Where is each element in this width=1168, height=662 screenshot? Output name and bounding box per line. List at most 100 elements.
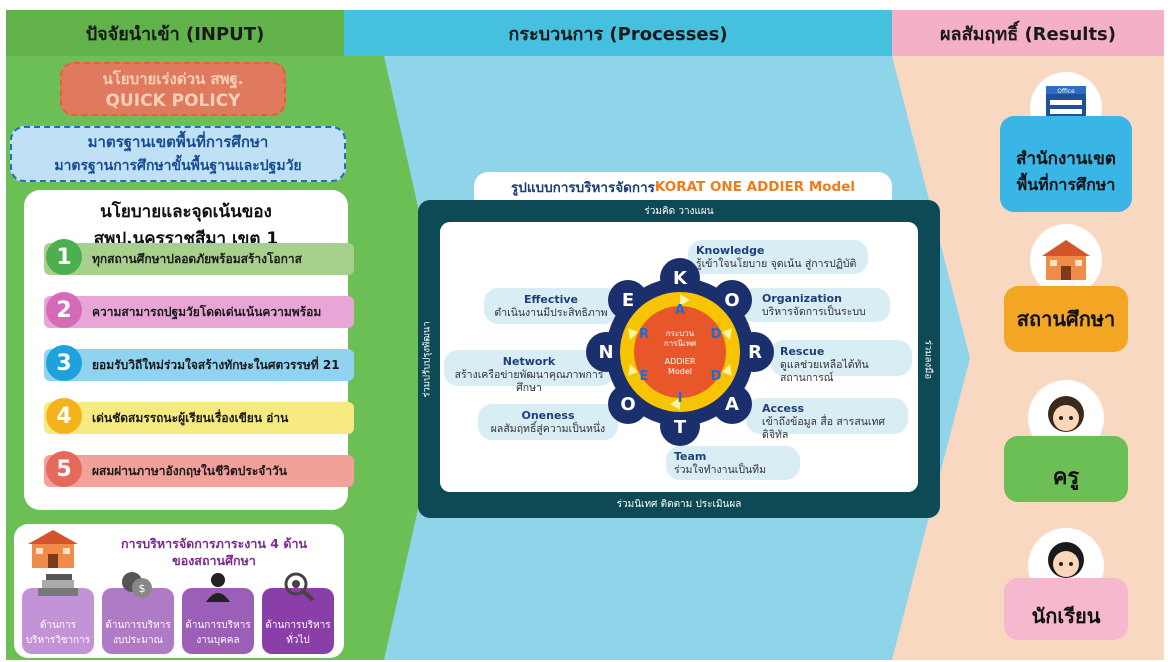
team-desc: ร่วมใจทำงานเป็นทีม — [674, 464, 767, 477]
input-header: ปัจจัยนำเข้า (INPUT) — [6, 10, 344, 56]
office-line1: สำนักงานเขต — [1016, 149, 1116, 169]
management-card-general: ด้านการบริหารทั่วไป — [262, 588, 334, 654]
inner-letter-a: A — [675, 303, 685, 318]
access-desc: เข้าถึงข้อมูล สื่อ สารสนเทศดิจิทัล — [762, 416, 886, 442]
cycle-arrows — [628, 294, 732, 410]
office-sign: Office — [1057, 88, 1075, 95]
ring-letter-r: R — [748, 342, 762, 363]
center-text-line1: กระบวน — [666, 329, 695, 338]
school-icon — [1042, 240, 1090, 280]
office-line2: พื้นที่การศึกษา — [1016, 175, 1116, 194]
svg-text:$: $ — [139, 582, 146, 595]
inner-letter-r: R — [639, 327, 649, 342]
frame-top-label: ร่วมคิด วางแผน — [644, 206, 714, 217]
quick-policy-line1: นโยบายเร่งด่วน สพฐ. — [102, 70, 244, 88]
quick-policy-line2: QUICK POLICY — [105, 91, 241, 111]
quick-policy-box: นโยบายเร่งด่วน สพฐ. QUICK POLICY — [60, 62, 286, 116]
management-card-budget: ด้านการบริหารงบประมาณ — [102, 588, 174, 654]
money-icon: $ — [118, 570, 158, 606]
process-header: กระบวนการ (Processes) — [344, 10, 892, 56]
ring-letter-o2: O — [620, 394, 635, 415]
model-title-highlight: KORAT ONE ADDIER Model — [654, 179, 855, 195]
frame-bottom-label: ร่วมนิเทศ ติดตาม ประเมินผล — [616, 499, 742, 510]
network-desc: สร้างเครือข่ายพัฒนาคุณภาพการศึกษา — [454, 369, 604, 395]
center-disc — [634, 306, 726, 398]
teacher-box: ครู — [1004, 436, 1128, 502]
standards-box: มาตรฐานเขตพื้นที่การศึกษา มาตรฐานการศึกษ… — [10, 126, 346, 182]
center-text-line2: การนิเทศ — [664, 339, 696, 348]
policy-item-1-text: ทุกสถานศึกษาปลอดภัยพร้อมสร้างโอกาส — [44, 243, 354, 275]
policy-item-2: ความสามารถปฐมวัยโดดเด่นเน้นความพร้อม 2 — [0, 292, 360, 330]
school-box: สถานศึกษา — [1004, 286, 1128, 352]
frame-right-label: ร่วมลงมือ — [922, 339, 934, 380]
office-box: สำนักงานเขต พื้นที่การศึกษา — [1000, 116, 1132, 212]
oneness-title: Oneness — [521, 409, 575, 422]
access-pill — [746, 398, 908, 434]
management-title-line2: ของสถานศึกษา — [172, 553, 256, 568]
team-pill — [666, 446, 800, 480]
effective-pill — [484, 288, 618, 324]
network-title: Network — [502, 355, 556, 368]
model-title-box: รูปแบบการบริหารจัดการ KORAT ONE ADDIER M… — [474, 172, 892, 202]
search-gear-icon — [282, 570, 316, 606]
student-box: นักเรียน — [1004, 578, 1128, 640]
inner-letter-i: I — [678, 391, 683, 406]
inner-letter-e: E — [640, 369, 649, 384]
policy-item-5: ผสมผ่านภาษาอังกฤษในชีวิตประจำวัน 5 — [0, 451, 360, 489]
policy-item-5-number: 5 — [46, 451, 82, 487]
policy-panel-title-line1: นโยบายและจุดเน้นของ — [100, 202, 272, 222]
knowledge-desc: รู้เข้าใจนโยบาย จุดเน้น สู่การปฏิบัติ — [696, 258, 857, 271]
korat-one-gear-diagram: K O R A T O N E A D D I E R กระบวน การนิ… — [586, 258, 774, 446]
inner-letter-d2: D — [711, 369, 722, 384]
oneness-pill — [478, 404, 618, 440]
ring-letter-k: K — [673, 268, 688, 289]
oneness-desc: ผลสัมฤทธิ์สู่ความเป็นหนึ่ง — [490, 423, 606, 436]
management-card-budget-line1: ด้านการบริหาร — [105, 620, 171, 631]
policy-item-4-text: เด่นชัดสมรรถนะผู้เรียนเรื่องเขียน อ่าน — [44, 402, 354, 434]
effective-desc: ดำเนินงานมีประสิทธิภาพ — [494, 307, 608, 320]
center-text-line3: ADDIER — [665, 357, 696, 366]
management-title-line1: การบริหารจัดการภาระงาน 4 ด้าน — [120, 536, 308, 551]
team-title: Team — [674, 450, 707, 463]
rescue-desc: ดูแลช่วยเหลือได้ทันสถานการณ์ — [780, 359, 869, 385]
standards-line2: มาตรฐานการศึกษาขั้นพื้นฐานและปฐมวัย — [54, 158, 302, 174]
rescue-pill — [770, 340, 912, 376]
policy-item-3-text: ยอมรับวิถีใหม่ร่วมใจสร้างทักษะในศตวรรษที… — [44, 349, 354, 381]
input-chevron — [344, 56, 452, 660]
standards-line1: มาตรฐานเขตพื้นที่การศึกษา — [87, 133, 269, 151]
management-card-general-line1: ด้านการบริหาร — [265, 620, 331, 631]
ring-letter-e: E — [622, 290, 634, 311]
policy-item-2-text: ความสามารถปฐมวัยโดดเด่นเน้นความพร้อม — [44, 296, 354, 328]
knowledge-pill — [688, 240, 868, 274]
results-header: ผลสัมฤทธิ์ (Results) — [892, 10, 1164, 56]
organization-desc: บริหารจัดการเป็นระบบ — [762, 306, 866, 319]
policy-item-4-number: 4 — [46, 398, 82, 434]
management-card-academic-line2: บริหารวิชาการ — [25, 635, 91, 646]
inner-letter-d1: D — [711, 327, 722, 342]
frame-left-label: ร่วมปรับปรุงพัฒนา — [421, 321, 433, 398]
policy-item-5-text: ผสมผ่านภาษาอังกฤษในชีวิตประจำวัน — [44, 455, 354, 487]
center-text-line4: Model — [668, 367, 692, 376]
ring-letter-n: N — [598, 342, 613, 363]
policy-item-3: ยอมรับวิถีใหม่ร่วมใจสร้างทักษะในศตวรรษที… — [0, 345, 360, 383]
access-title: Access — [762, 402, 805, 415]
management-card-personnel-line1: ด้านการบริหาร — [185, 620, 251, 631]
knowledge-title: Knowledge — [696, 244, 765, 257]
school-building-icon — [26, 528, 80, 570]
policy-item-2-number: 2 — [46, 292, 82, 328]
management-card-general-line2: ทั่วไป — [286, 635, 310, 646]
ring-letter-t: T — [674, 417, 687, 438]
organization-title: Organization — [762, 292, 842, 305]
management-card-academic-line1: ด้านการ — [39, 620, 76, 631]
network-pill — [444, 350, 614, 386]
organization-pill — [740, 288, 890, 322]
policy-item-3-number: 3 — [46, 345, 82, 381]
